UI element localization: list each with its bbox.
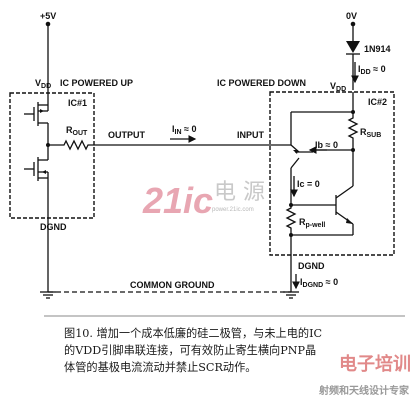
supply-left-label: +5V [40, 11, 56, 21]
supply-left: +5V [40, 11, 56, 93]
ic1-box [9, 92, 95, 219]
ic2-ground-symbol [283, 291, 299, 299]
idgnd-label: IDGND ≈ 0 [300, 277, 338, 289]
ic1-name: IC#1 [68, 98, 87, 108]
rpwell-label: Rp-well [299, 217, 325, 229]
common-ground-label: COMMON GROUND [130, 280, 215, 290]
caption-line-1: 图10. 增加一个成本低廉的硅二极管，与未上电的IC [64, 327, 323, 340]
ic2-box [269, 91, 395, 256]
supply-right-label: 0V [346, 11, 357, 21]
watermark-cn: 电 源 [214, 180, 265, 205]
caption-line-3: 体管的基极电流流动并禁止SCR动作。 [64, 361, 257, 374]
idd-label: IDD ≈ 0 [358, 64, 386, 76]
figure-caption: 图10. 增加一个成本低廉的硅二极管，与未上电的IC 的VDD引脚串联连接，可有… [64, 325, 409, 376]
ic2-vdd: VDD [330, 81, 346, 93]
ic1-vdd: VDD [35, 78, 51, 90]
ic2-status: IC POWERED DOWN [217, 78, 306, 88]
watermark-footer: 射频和天线设计专家 [319, 386, 409, 397]
iin-label: IIN ≈ 0 [172, 124, 196, 136]
watermark-corner: 电子培训 [339, 354, 411, 375]
ib-label: Ib ≈ 0 [315, 140, 338, 150]
ic2-internal-circuit [270, 92, 359, 255]
output-label: OUTPUT [108, 130, 146, 140]
rsub-label: RSUB [360, 127, 381, 139]
watermark-brand: 21ic [142, 180, 213, 221]
diode-label: 1N914 [364, 44, 391, 54]
circuit-schematic: 21ic 电 源 power.21ic.com +5V VDD IC POWER… [9, 11, 405, 317]
input-label: INPUT [237, 130, 265, 140]
rout-resistor [48, 139, 94, 151]
watermark-url: power.21ic.com [212, 207, 254, 213]
diode-1n914 [346, 41, 360, 90]
ic2-name: IC#2 [368, 97, 387, 107]
ic-label: Ic = 0 [297, 179, 320, 189]
ic1-ground-label: DGND [40, 222, 67, 232]
ic1-ground-symbol [40, 291, 56, 299]
ic1-cmos-stage [24, 93, 50, 218]
ic2-ground-label: DGND [298, 261, 325, 271]
supply-right: 0V [346, 11, 357, 41]
caption-line-2: 的VDD引脚串联连接，可有效防止寄生横向PNP晶 [64, 344, 317, 357]
ic1-status: IC POWERED UP [60, 78, 133, 88]
rout-label: ROUT [66, 125, 88, 137]
